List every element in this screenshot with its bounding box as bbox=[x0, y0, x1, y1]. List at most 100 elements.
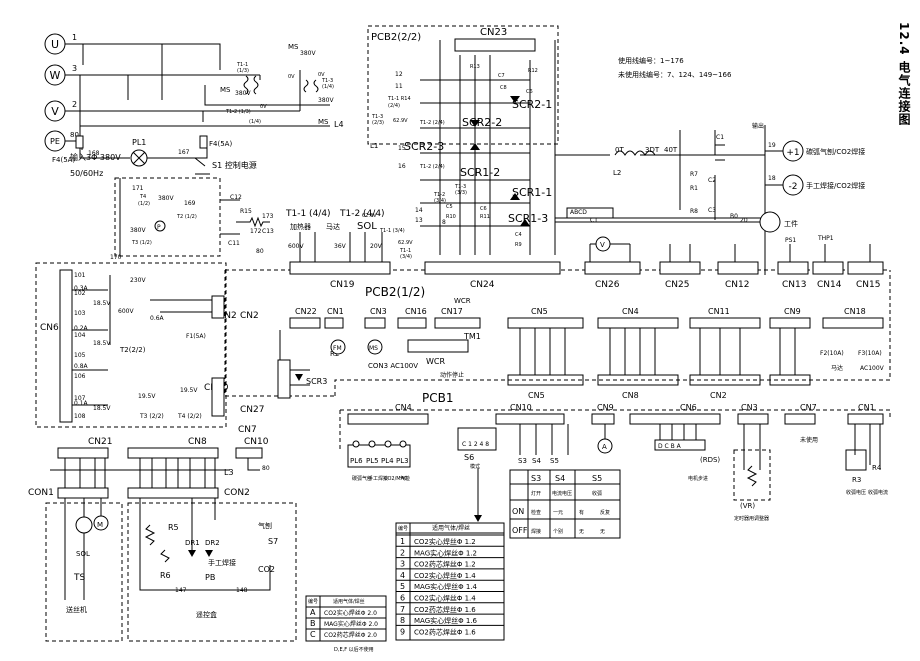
svg-text:106: 106 bbox=[74, 373, 86, 380]
svg-text:CN5: CN5 bbox=[528, 391, 545, 400]
output-negative-terminal: -2 18 手工焊接/CO2焊接 bbox=[768, 174, 865, 196]
svg-text:B0: B0 bbox=[730, 213, 738, 220]
svg-text:SCR1-2: SCR1-2 bbox=[460, 166, 500, 179]
svg-text:40T: 40T bbox=[664, 146, 678, 154]
svg-text:T1-2 (2/4): T1-2 (2/4) bbox=[419, 164, 445, 170]
svg-text:0T: 0T bbox=[615, 146, 624, 154]
svg-text:CN11: CN11 bbox=[708, 307, 730, 316]
mode-table-row-number: 8 bbox=[400, 616, 405, 625]
svg-text:工件: 工件 bbox=[784, 219, 798, 228]
svg-text:C5: C5 bbox=[446, 204, 453, 210]
svg-text:C: C bbox=[310, 630, 316, 639]
svg-text:R2: R2 bbox=[330, 350, 339, 358]
cn6-rds: D C B A (RDS) 电机步进 bbox=[654, 424, 720, 482]
svg-text:S1 控制电源: S1 控制电源 bbox=[212, 160, 257, 170]
svg-text:马达: 马达 bbox=[831, 364, 843, 372]
s6-mode-switch: C 1 2 4 8 S6 模式 bbox=[457, 427, 497, 522]
svg-text:80: 80 bbox=[70, 131, 79, 139]
svg-text:MAG实心焊丝Φ 2.0: MAG实心焊丝Φ 2.0 bbox=[324, 620, 378, 628]
svg-text:SOL: SOL bbox=[76, 550, 90, 558]
mode-table-row-number: 2 bbox=[400, 548, 405, 557]
output-positive-terminal: +1 19 碳弧气刨/CO2焊接 bbox=[768, 140, 865, 162]
svg-text:C6: C6 bbox=[526, 89, 533, 95]
svg-text:(3/4): (3/4) bbox=[400, 254, 412, 260]
svg-text:380V: 380V bbox=[300, 50, 316, 57]
svg-text:MS: MS bbox=[369, 345, 378, 352]
svg-text:SCR1-3: SCR1-3 bbox=[508, 212, 548, 225]
svg-text:C12: C12 bbox=[230, 194, 242, 201]
svg-text:T1-1 (4/4): T1-1 (4/4) bbox=[285, 209, 331, 219]
svg-text:12: 12 bbox=[395, 71, 403, 78]
svg-text:T3 (1/2): T3 (1/2) bbox=[131, 240, 152, 246]
svg-text:C11: C11 bbox=[228, 240, 240, 247]
svg-text:600V: 600V bbox=[288, 243, 304, 250]
svg-text:CON2: CON2 bbox=[224, 488, 250, 498]
abc-table: 编号 适用气体/焊丝 A CO2实心焊丝Φ 2.0 B MAG实心焊丝Φ 2.0… bbox=[305, 595, 387, 653]
svg-text:173: 173 bbox=[262, 213, 274, 220]
svg-text:FM: FM bbox=[333, 345, 342, 352]
svg-text:172: 172 bbox=[250, 228, 262, 235]
svg-text:一元: 一元 bbox=[553, 510, 563, 516]
svg-text:CN18: CN18 bbox=[844, 307, 866, 316]
svg-text:SCR2-3: SCR2-3 bbox=[404, 140, 444, 153]
svg-text:S4: S4 bbox=[532, 457, 541, 465]
page-title: 12.4 电气连接图 bbox=[897, 22, 911, 126]
svg-text:C6: C6 bbox=[480, 206, 487, 212]
mode-table-row-number: 5 bbox=[400, 582, 405, 591]
svg-text:V: V bbox=[600, 241, 605, 249]
svg-text:编号: 编号 bbox=[308, 598, 318, 605]
svg-text:600V: 600V bbox=[118, 308, 134, 315]
svg-text:CN6: CN6 bbox=[40, 323, 59, 333]
svg-text:20: 20 bbox=[740, 217, 748, 224]
svg-text:0V: 0V bbox=[288, 74, 295, 80]
svg-text:PL4: PL4 bbox=[381, 457, 394, 465]
svg-text:105: 105 bbox=[74, 352, 86, 359]
svg-text:0.3A: 0.3A bbox=[74, 285, 89, 292]
ms-contactor: MS MS MS T1-1 (1/3) T1-2 (1/3) T1-3 (1/4… bbox=[204, 43, 334, 126]
phase-w-terminal: W bbox=[44, 64, 66, 86]
svg-text:CN3: CN3 bbox=[370, 307, 387, 316]
svg-text:T3 (2/2): T3 (2/2) bbox=[139, 413, 164, 420]
svg-text:CO2/MAG: CO2/MAG bbox=[384, 476, 408, 482]
svg-text:167: 167 bbox=[178, 149, 190, 156]
svg-text:19: 19 bbox=[768, 142, 776, 149]
svg-text:SOL: SOL bbox=[357, 221, 377, 232]
svg-text:检查: 检查 bbox=[531, 509, 541, 516]
svg-text:碳弧气刨: 碳弧气刨 bbox=[352, 475, 372, 482]
svg-text:CN3: CN3 bbox=[741, 403, 758, 412]
svg-text:19.5V: 19.5V bbox=[138, 393, 156, 400]
svg-text:CN9: CN9 bbox=[784, 307, 801, 316]
svg-text:T1-2: T1-2 bbox=[433, 192, 445, 198]
scr-bridge: SCR2-1 SCR2-2 SCR2-3 SCR1-2 SCR1-1 SCR1-… bbox=[362, 40, 556, 260]
svg-text:CN23: CN23 bbox=[480, 27, 507, 38]
svg-text:C3: C3 bbox=[708, 207, 716, 214]
mode-table-row-text: CO2药芯焊丝Φ 1.6 bbox=[414, 605, 476, 614]
svg-text:CN9: CN9 bbox=[597, 403, 614, 412]
output-section: 0T 3DT 40T L2 CT ABCD C1 C2 C3 R7 R1 R8 … bbox=[555, 122, 865, 275]
svg-text:S4: S4 bbox=[555, 474, 565, 483]
svg-text:手工焊接: 手工焊接 bbox=[208, 558, 236, 567]
svg-text:CON1: CON1 bbox=[28, 488, 54, 498]
svg-text:R9: R9 bbox=[515, 242, 522, 248]
svg-text:S5: S5 bbox=[592, 474, 602, 483]
svg-text:CN17: CN17 bbox=[441, 307, 463, 316]
svg-text:F4(5A): F4(5A) bbox=[209, 140, 232, 148]
svg-text:ABCD: ABCD bbox=[570, 209, 587, 216]
svg-text:CN24: CN24 bbox=[470, 280, 495, 290]
svg-text:PE: PE bbox=[50, 137, 60, 146]
wire-feeder: M SOL TS 送丝机 bbox=[45, 498, 123, 642]
svg-text:(VR): (VR) bbox=[740, 502, 755, 510]
svg-text:103: 103 bbox=[74, 310, 86, 317]
svg-text:380V: 380V bbox=[130, 227, 146, 234]
svg-text:108: 108 bbox=[74, 413, 86, 420]
svg-text:R4: R4 bbox=[872, 464, 882, 472]
svg-text:有: 有 bbox=[579, 509, 584, 516]
svg-text:遥控盒: 遥控盒 bbox=[196, 610, 217, 619]
svg-text:169: 169 bbox=[184, 200, 196, 207]
svg-text:PB: PB bbox=[205, 573, 215, 582]
svg-text:MS: MS bbox=[318, 118, 329, 126]
svg-text:AC100V: AC100V bbox=[860, 365, 885, 372]
svg-text:-2: -2 bbox=[789, 182, 798, 192]
svg-text:输出: 输出 bbox=[752, 122, 764, 130]
